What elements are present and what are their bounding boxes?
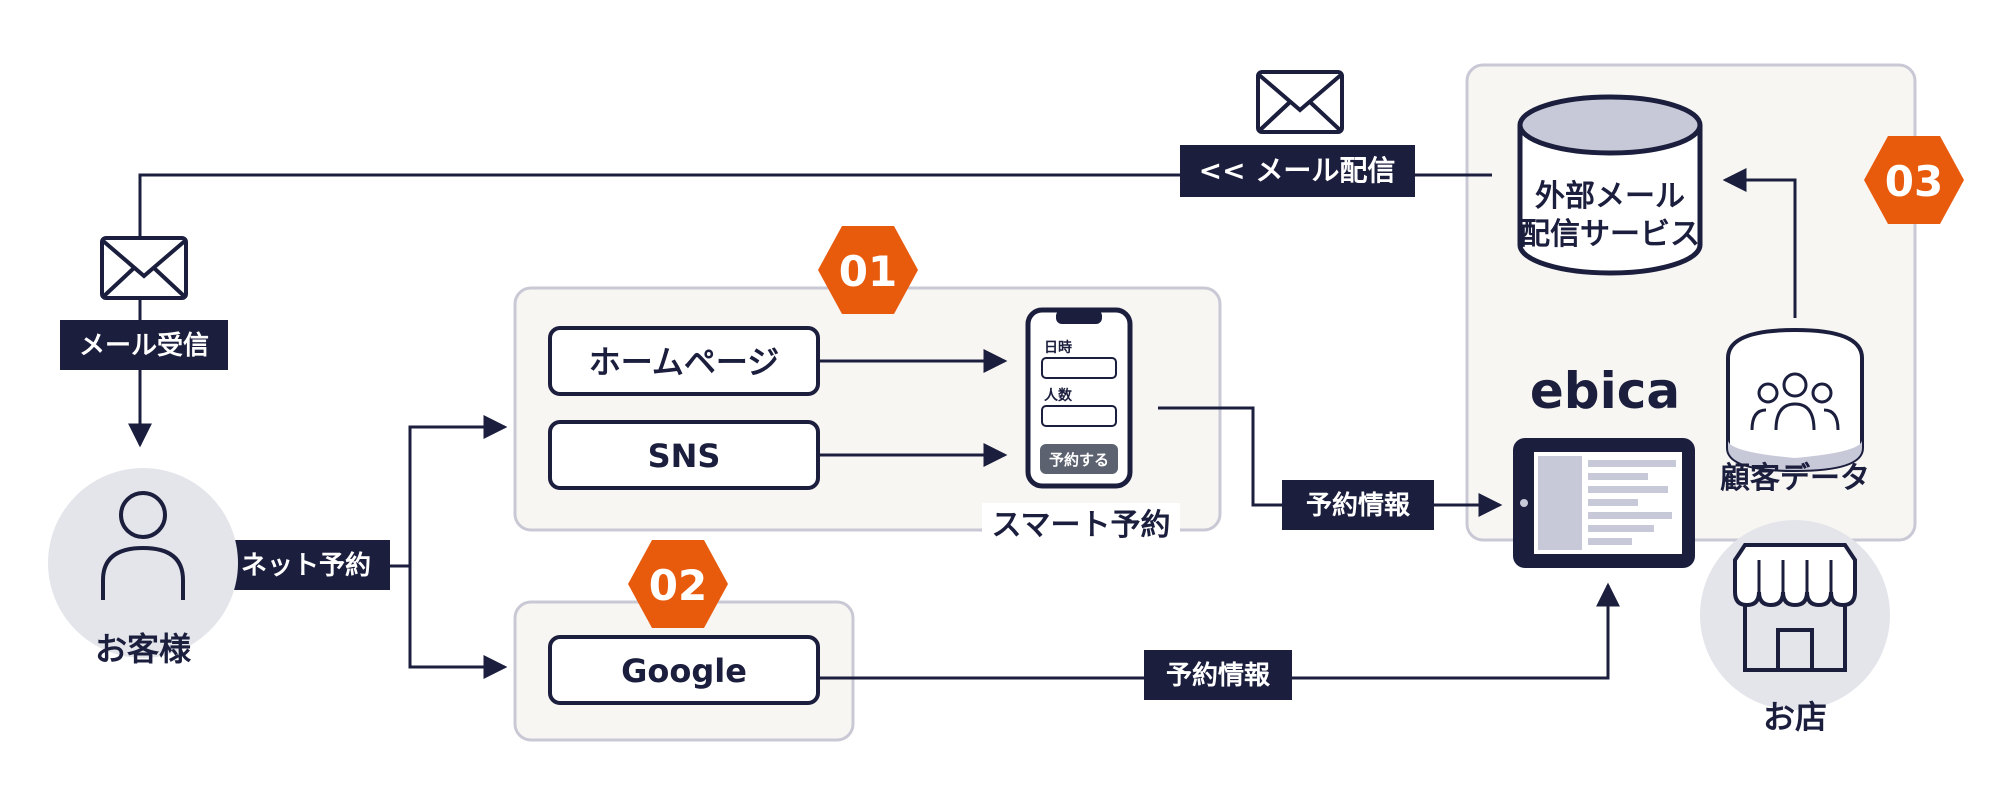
svg-text:予約情報: 予約情報 [1306, 490, 1411, 521]
mail-receive-label: メール受信 [60, 320, 228, 370]
badge-02: 02 [628, 540, 728, 628]
badge-01: 01 [818, 226, 918, 314]
google-box: Google [548, 635, 820, 705]
store-avatar [1700, 520, 1890, 710]
sns-box: SNS [548, 420, 820, 490]
svg-text:ホームページ: ホームページ [589, 343, 779, 381]
tablet-icon [1513, 438, 1695, 568]
booking-info-label-2: 予約情報 [1144, 650, 1292, 700]
net-booking-label: ネット予約 [222, 540, 390, 590]
google-to-tablet-line [820, 582, 1620, 680]
shop-icon [1733, 543, 1857, 672]
svg-text:予約情報: 予約情報 [1166, 660, 1271, 691]
svg-text:02: 02 [649, 561, 707, 610]
mail-delivery-label: << メール配信 [1180, 145, 1415, 197]
envelope-icon [100, 236, 188, 300]
data-to-mail-service-line [1722, 168, 1797, 318]
svg-text:ネット予約: ネット予約 [241, 550, 371, 581]
badge-03: 03 [1864, 136, 1964, 224]
envelope-icon [1256, 70, 1344, 134]
smart-booking-caption: スマート予約 [982, 503, 1180, 543]
svg-text:Google: Google [621, 652, 747, 690]
svg-text:予約する: 予約する [1049, 451, 1109, 469]
booking-info-label-1: 予約情報 [1282, 480, 1434, 530]
homepage-box: ホームページ [548, 326, 820, 396]
smartphone-icon: 日時 人数 予約する [1025, 307, 1133, 489]
store-label: お店 [1763, 698, 1827, 736]
svg-text:日時: 日時 [1044, 339, 1072, 356]
ebica-logo: ebica [1530, 362, 1680, 420]
svg-text:人数: 人数 [1044, 387, 1073, 404]
svg-text:03: 03 [1885, 157, 1943, 206]
svg-text:配信サービス: 配信サービス [1520, 217, 1700, 252]
svg-text:スマート予約: スマート予約 [991, 508, 1170, 543]
external-mail-service-cylinder: 外部メール 配信サービス [1517, 94, 1703, 276]
customer-avatar [48, 468, 238, 658]
person-icon [119, 491, 167, 539]
customer-data-icon [1726, 327, 1864, 473]
customer-data-label: 顧客データ [1720, 461, 1870, 496]
svg-text:<< メール配信: << メール配信 [1199, 154, 1396, 187]
svg-text:メール受信: メール受信 [79, 330, 209, 361]
svg-text:SNS: SNS [648, 437, 721, 475]
svg-text:01: 01 [839, 247, 897, 296]
customer-label: お客様 [95, 630, 192, 668]
booking-split-down [408, 566, 508, 679]
svg-text:外部メール: 外部メール [1535, 179, 1685, 214]
booking-split-up [408, 415, 508, 566]
